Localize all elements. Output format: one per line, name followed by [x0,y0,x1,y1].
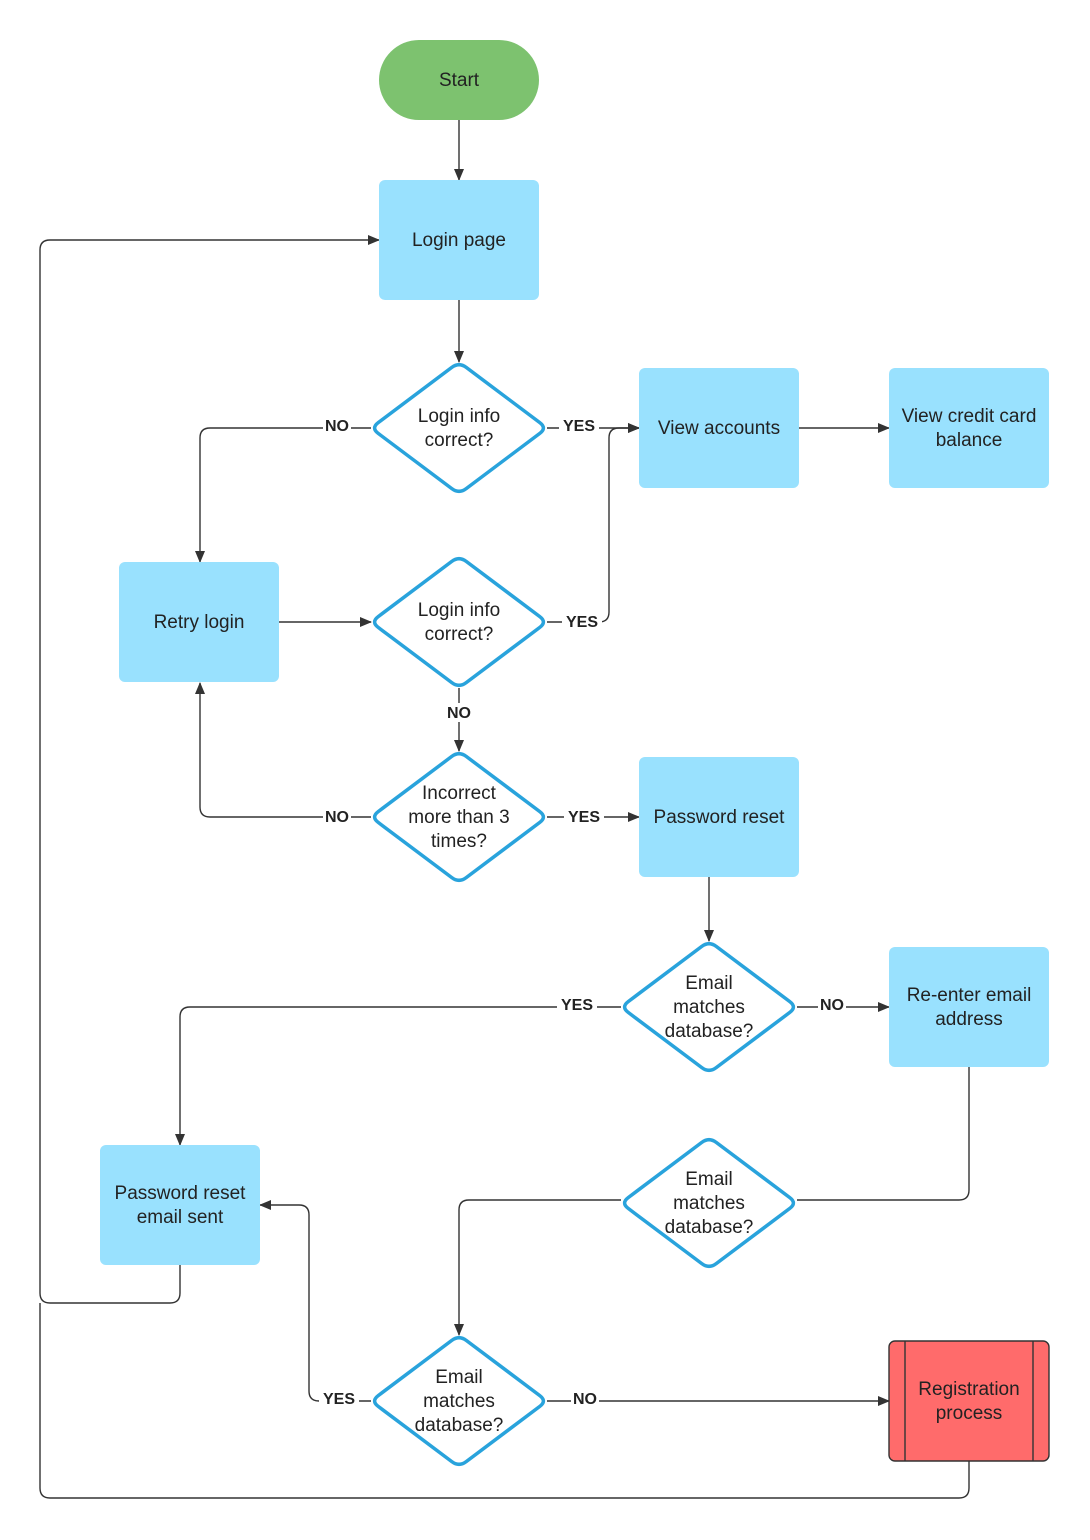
node-label-line: Retry login [154,612,245,633]
node-retry-login: Retry login [119,562,279,682]
node-label-line: correct? [425,624,494,645]
decision-diamond-shape [622,1137,796,1269]
node-dec-incorrect: Incorrect more than 3 times? [372,751,546,883]
edge-registration-to-login [39,1303,970,1499]
node-label-line: times? [431,831,487,852]
edge-email1-yes [175,1006,621,1146]
node-label-line: matches [673,997,745,1018]
edge-incorrect-no [195,682,371,818]
node-label-line: Email [685,1169,733,1190]
process-box-shape [639,368,799,488]
edge-reenter-to-email2 [797,1067,970,1201]
node-label-line: Email [435,1367,483,1388]
node-dec-login-2: Login info correct? [372,556,546,688]
node-reenter-email: Re-enter email address [889,947,1049,1067]
process-box-shape [119,562,279,682]
node-view-credit: View credit card balance [889,368,1049,488]
node-label-line: View accounts [658,418,780,439]
edge-dec2-yes [547,423,640,623]
decision-diamond-shape [372,1335,546,1467]
decision-diamond-shape [372,556,546,688]
edge-dec1-no [195,427,371,563]
decision-diamond-shape [622,941,796,1073]
edge-labels-layer: YES NO YES NO NO YES YES NO YES NO [319,416,846,1408]
node-registration: Registration process [888,1340,1050,1462]
process-box-shape [639,757,799,877]
edge-label-background [557,995,597,1014]
node-label-line: database? [415,1415,504,1436]
edge-label-yes: YES [566,614,598,631]
process-box-shape [889,368,1049,488]
node-label-line: Email [685,973,733,994]
node-label-line: Registration [918,1379,1019,1400]
node-label-line: Password reset [115,1183,247,1204]
edge-label-background [818,995,846,1014]
process-box-shape [100,1145,260,1265]
edge-label-yes: YES [568,809,600,826]
edge-label-yes: YES [563,418,595,435]
predefined-process-shape [888,1340,1050,1462]
process-box-shape [379,180,539,300]
process-box-shape [889,947,1049,1067]
start-terminator-shape [379,40,539,120]
node-dec-email-1: Email matches database? [622,941,796,1073]
node-label-line: matches [423,1391,495,1412]
edge-label-background [559,416,599,435]
edge-sent-to-login [39,235,380,1304]
edge-label-no: NO [325,418,349,435]
node-reset-sent: Password reset email sent [100,1145,260,1265]
node-label-line: Login info [418,600,500,621]
node-label-line: View credit card [902,406,1037,427]
edge-label-no: NO [573,1391,597,1408]
node-label-line: matches [673,1193,745,1214]
node-label-line: database? [665,1021,754,1042]
node-view-accounts: View accounts [639,368,799,488]
edge-label-background [445,703,473,722]
node-label-line: Incorrect [422,783,497,804]
node-label-line: Re-enter email [907,985,1032,1006]
node-dec-email-2: Email matches database? [622,1137,796,1269]
edge-label-background [319,1389,359,1408]
edge-email2-to-email3 [454,1199,621,1336]
edge-label-background [323,416,351,435]
decision-diamond-shape [372,362,546,494]
edge-label-no: NO [325,809,349,826]
edge-label-yes: YES [323,1391,355,1408]
edge-label-background [564,807,604,826]
node-label-line: Start [439,70,480,91]
node-label-line: correct? [425,430,494,451]
node-label-line: database? [665,1217,754,1238]
decision-diamond-shape [372,751,546,883]
node-label-line: address [935,1009,1003,1030]
edge-label-no: NO [820,997,844,1014]
edge-label-background [562,612,602,631]
edge-label-no: NO [447,705,471,722]
edge-label-yes: YES [561,997,593,1014]
node-label-line: Login info [418,406,500,427]
node-label-line: Password reset [654,807,786,828]
edge-label-background [323,807,351,826]
node-password-reset: Password reset [639,757,799,877]
node-label-line: process [936,1403,1003,1424]
node-label-line: more than 3 [408,807,509,828]
node-dec-login-1: Login info correct? [372,362,546,494]
edge-label-background [571,1389,599,1408]
node-dec-email-3: Email matches database? [372,1335,546,1467]
node-login-page: Login page [379,180,539,300]
node-start: Start [379,40,539,120]
node-label-line: email sent [137,1207,224,1228]
node-label-line: Login page [412,230,506,251]
node-label-line: balance [936,430,1003,451]
edge-email3-yes [259,1200,371,1402]
